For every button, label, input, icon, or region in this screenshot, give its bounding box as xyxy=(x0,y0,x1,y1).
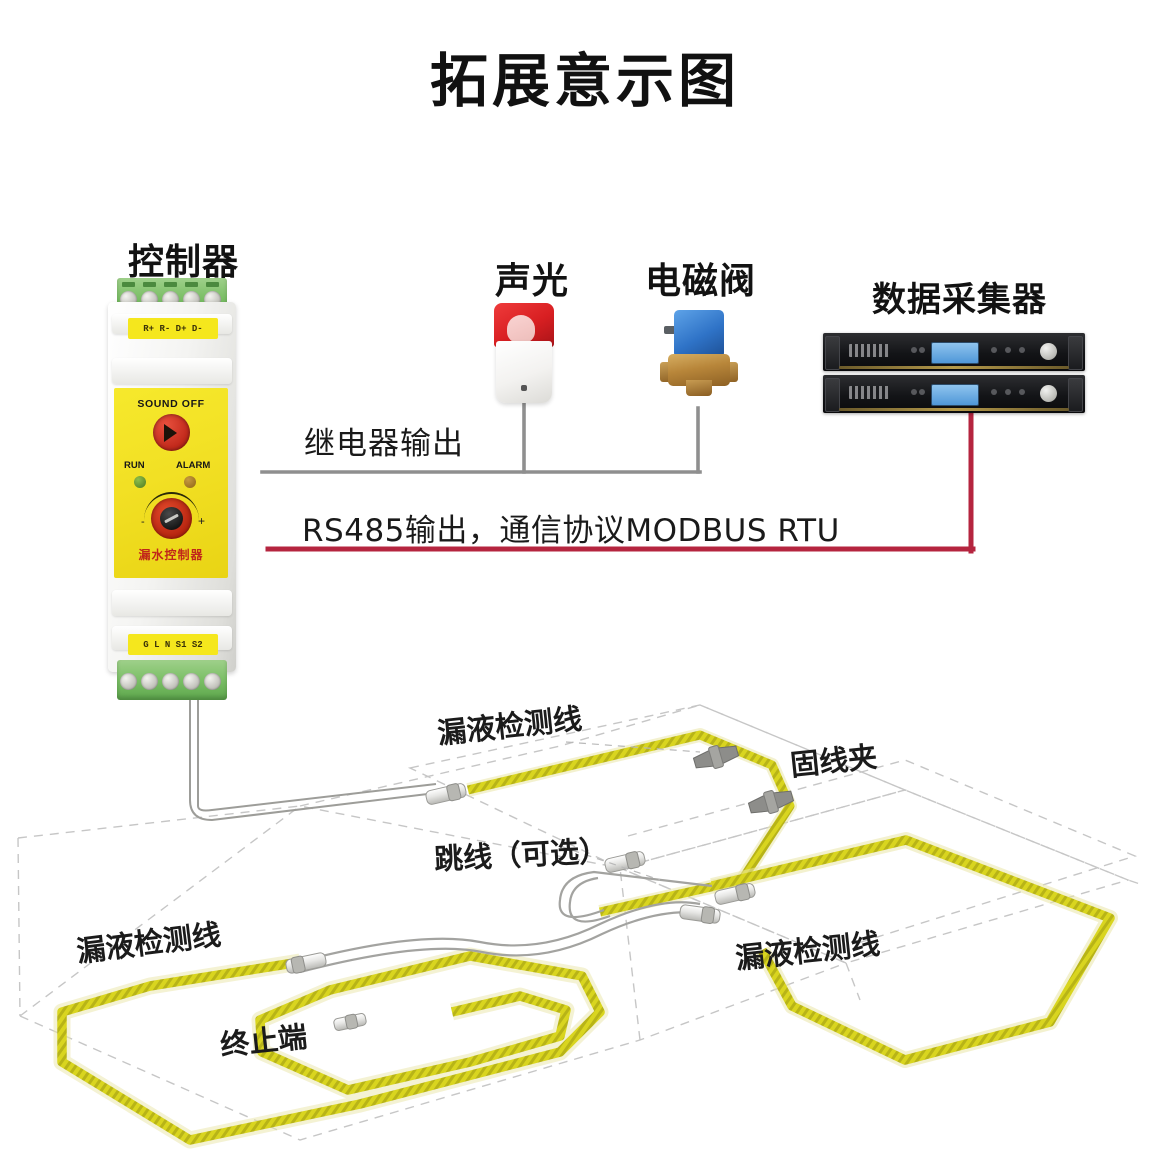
rack-button[interactable] xyxy=(1019,389,1025,395)
sound-light-alarm-device[interactable] xyxy=(488,303,560,408)
controller-drop-cable xyxy=(189,700,437,822)
rack-lcd-display xyxy=(931,342,979,364)
sensitivity-knob[interactable] xyxy=(151,498,192,539)
bottom-terminal-marking-strip: G L N S1 S2 xyxy=(128,634,218,655)
terminal-screw[interactable] xyxy=(120,673,137,690)
page-title: 拓展意示图 xyxy=(429,47,740,115)
rack-trim-strip xyxy=(839,366,1069,369)
rack-indicator xyxy=(919,347,925,353)
sensor-cable-label-right: 漏液检测线 xyxy=(733,926,882,976)
rack-button[interactable] xyxy=(1005,347,1011,353)
rack-indicator xyxy=(911,389,917,395)
rack-button[interactable] xyxy=(1019,347,1025,353)
terminal-slot xyxy=(164,282,177,287)
rack-unit[interactable] xyxy=(823,333,1085,371)
rack-brand-mark xyxy=(849,344,889,357)
jumper-cable-label: 跳线（可选） xyxy=(433,833,609,877)
rack-rotary-knob[interactable] xyxy=(1040,385,1057,402)
jumper-cables xyxy=(297,790,713,974)
cable-connectors xyxy=(285,783,756,1031)
terminal-screw[interactable] xyxy=(141,673,158,690)
terminal-screw[interactable] xyxy=(162,673,179,690)
sensor-cable-zone-a xyxy=(466,728,797,919)
rack-button[interactable] xyxy=(1005,389,1011,395)
run-led-indicator xyxy=(134,476,146,488)
sounder-red-lens xyxy=(494,303,554,347)
bottom-terminal-block[interactable] xyxy=(117,660,227,700)
bottom-terminal-marks: G L N S1 S2 xyxy=(143,639,203,650)
rack-indicator xyxy=(919,389,925,395)
valve-caption: 电磁阀 xyxy=(645,261,757,302)
valve-outlet-stem xyxy=(686,380,712,396)
rack-ear-right xyxy=(1068,378,1083,412)
alarm-label: ALARM xyxy=(176,460,211,471)
run-label: RUN xyxy=(124,460,145,471)
rack-indicator xyxy=(911,347,917,353)
valve-bracket xyxy=(664,326,676,334)
rack-brand-mark xyxy=(849,386,889,399)
controller-caption: 控制器 xyxy=(128,242,240,283)
rack-ear-left xyxy=(825,336,840,370)
rs485-output-label: RS485输出，通信协议MODBUS RTU xyxy=(302,513,840,549)
cable-clips xyxy=(692,745,795,814)
sound-off-label: SOUND OFF xyxy=(137,398,205,410)
terminal-screw[interactable] xyxy=(204,673,221,690)
terminal-slot xyxy=(143,282,156,287)
data-acquisition-caption: 数据采集器 xyxy=(872,280,1047,320)
rack-button[interactable] xyxy=(991,347,997,353)
rack-ear-right xyxy=(1068,336,1083,370)
sensor-cable-label-top: 漏液检测线 xyxy=(435,701,584,751)
controller-mid-ridge xyxy=(112,358,232,384)
knob-screw-slot[interactable] xyxy=(160,507,183,530)
alarm-led-indicator xyxy=(184,476,196,488)
sensor-cable-zone-c xyxy=(53,947,609,1149)
sensor-cable-label-left: 漏液检测线 xyxy=(74,917,223,969)
leak-controller-device[interactable]: R+ R- D+ D- SOUND OFF RUN ALARM - + 漏水控制… xyxy=(100,278,260,708)
terminal-screw[interactable] xyxy=(183,673,200,690)
cable-clip-label: 固线夹 xyxy=(788,739,879,783)
sensitivity-arc-icon xyxy=(144,492,199,520)
rack-lcd-display xyxy=(931,384,979,406)
controller-front-panel[interactable]: SOUND OFF RUN ALARM - + 漏水控制器 xyxy=(114,388,228,578)
rack-rotary-knob[interactable] xyxy=(1040,343,1057,360)
terminator-label: 终止端 xyxy=(218,1019,309,1063)
terminal-slot xyxy=(206,282,219,287)
sounder-body xyxy=(496,341,552,403)
controller-lower-ridge xyxy=(112,590,232,616)
sound-off-button[interactable] xyxy=(153,414,190,451)
rack-trim-strip xyxy=(839,408,1069,411)
terminator-connector xyxy=(333,1013,367,1031)
top-terminal-marks: R+ R- D+ D- xyxy=(143,323,203,334)
data-acquisition-device[interactable] xyxy=(823,333,1085,415)
rack-unit[interactable] xyxy=(823,375,1085,413)
knob-plus-label: + xyxy=(198,514,206,528)
controller-brand-label: 漏水控制器 xyxy=(138,548,204,562)
rack-button[interactable] xyxy=(991,389,997,395)
knob-minus-label: - xyxy=(141,516,145,528)
sounder-caption: 声光 xyxy=(495,261,570,302)
terminal-slot xyxy=(122,282,135,287)
relay-output-label: 继电器输出 xyxy=(304,426,464,462)
top-terminal-marking-strip: R+ R- D+ D- xyxy=(128,318,218,339)
rack-ear-left xyxy=(825,378,840,412)
solenoid-valve-device[interactable] xyxy=(660,310,740,410)
terminal-slot xyxy=(185,282,198,287)
valve-coil-head xyxy=(674,310,724,358)
